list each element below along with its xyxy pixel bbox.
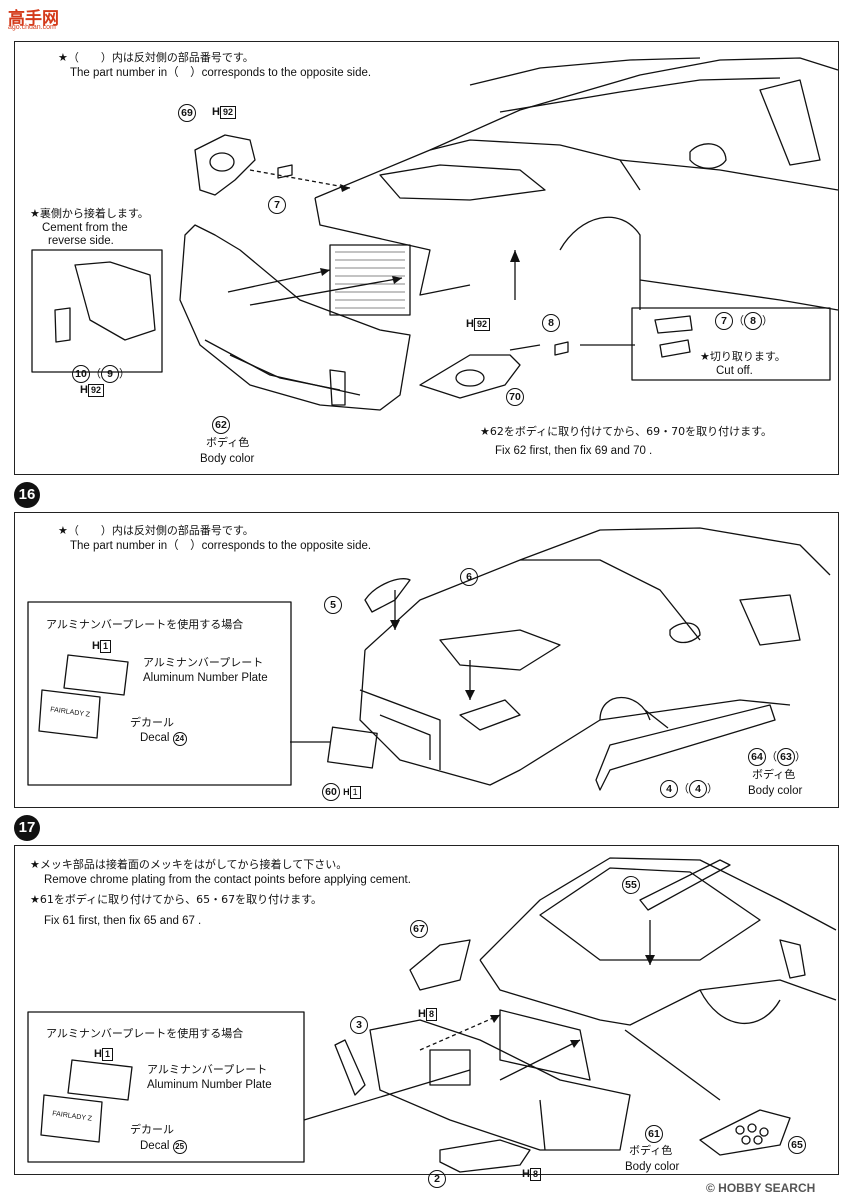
step15-fix-en: Fix 62 first, then fix 69 and 70 .	[495, 445, 653, 457]
part-10-label: 10（9）	[72, 365, 130, 383]
cut-note-en: Cut off.	[716, 365, 753, 377]
step16-note-jp: ★（ ）内は反対側の部品番号です。	[58, 524, 254, 537]
part-55-label: 55	[622, 876, 640, 894]
cut-part-label: 7（8）	[715, 312, 773, 330]
step17-fix-en: Fix 61 first, then fix 65 and 67 .	[44, 915, 202, 927]
site-logo: 高手网 ago.chuan.com	[8, 4, 78, 32]
part-64-color-jp: ボディ色	[752, 768, 796, 781]
step16-plate-jp: アルミナンバープレート	[143, 656, 264, 669]
part-5-label: 5	[324, 596, 342, 614]
step17-fix-jp: ★61をボディに取り付けてから、65・67を取り付けます。	[30, 893, 322, 906]
part-64-label: 64（63）	[748, 748, 806, 766]
part-2-label: 2	[428, 1170, 446, 1188]
part-6-label: 6	[460, 568, 478, 586]
step17-decal-jp: デカール	[130, 1123, 174, 1136]
part-4-label: 4（4）	[660, 780, 718, 798]
part-67-label: 67	[410, 920, 428, 938]
part-70-label: 70	[506, 388, 524, 406]
step17-decal-en: Decal 25	[140, 1139, 187, 1154]
step16-decal-en: Decal 24	[140, 731, 187, 746]
step17-inset-title: アルミナンバープレートを使用する場合	[46, 1027, 244, 1040]
step17-chrome-en: Remove chrome plating from the contact p…	[44, 874, 411, 886]
site-logo-text: 高手网	[8, 9, 59, 29]
step16-panel	[14, 512, 839, 808]
step17-plate-en: Aluminum Number Plate	[147, 1079, 272, 1091]
part-62-color-jp: ボディ色	[206, 436, 250, 449]
step16-note-en: The part number in（ ）corresponds to the …	[70, 540, 372, 552]
reverse-note-en2: reverse side.	[48, 235, 114, 247]
step15-note-jp: ★（ ）内は反対側の部品番号です。	[58, 51, 254, 64]
part-7-label: 7	[268, 196, 286, 214]
step17-number: 17	[14, 815, 40, 841]
step16-plate-en: Aluminum Number Plate	[143, 672, 268, 684]
part-62-label: 62	[212, 416, 230, 434]
step15-note-en: The part number in（ ）corresponds to the …	[70, 67, 372, 79]
step16-number: 16	[14, 482, 40, 508]
part-61-label: 61	[645, 1125, 663, 1143]
part-3-label: 3	[350, 1016, 368, 1034]
site-logo-sub: ago.chuan.com	[8, 24, 56, 31]
part-61-color-en: Body color	[625, 1161, 680, 1173]
step16-inset-title: アルミナンバープレートを使用する場合	[46, 618, 244, 631]
step15-panel	[14, 41, 839, 475]
part-64-color-en: Body color	[748, 785, 803, 797]
step16-decal-jp: デカール	[130, 716, 174, 729]
cut-note-jp: ★切り取ります。	[700, 350, 786, 363]
step17-plate-jp: アルミナンバープレート	[147, 1063, 268, 1076]
part-8-label: 8	[542, 314, 560, 332]
part-61-color-jp: ボディ色	[629, 1144, 673, 1157]
watermark: © HOBBY SEARCH	[706, 1181, 816, 1195]
step15-fix-jp: ★62をボディに取り付けてから、69・70を取り付けます。	[480, 425, 772, 438]
part-69-label: 69	[178, 104, 196, 122]
part-62-color-en: Body color	[200, 453, 255, 465]
part-65-label: 65	[788, 1136, 806, 1154]
step17-chrome-jp: ★メッキ部品は接着面のメッキをはがしてから接着して下さい。	[30, 858, 348, 871]
reverse-note-jp: ★裏側から接着します。	[30, 207, 149, 220]
reverse-note-en1: Cement from the	[42, 222, 128, 234]
